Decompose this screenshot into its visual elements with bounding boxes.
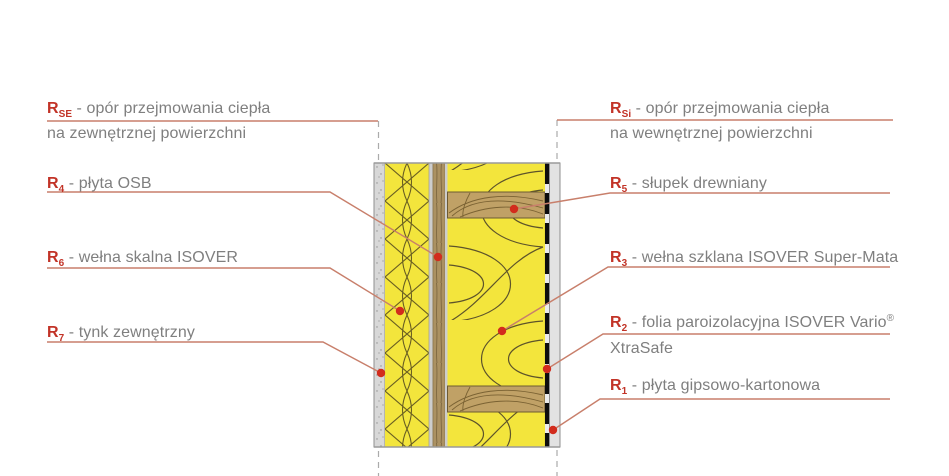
layer-osb-board	[432, 162, 446, 448]
label-r6: R6 - wełna skalna ISOVER	[47, 249, 239, 269]
r1-symbol: R1	[610, 377, 628, 397]
layer-gap-line-2	[445, 163, 448, 447]
layer-vapour-barrier-foil	[544, 163, 550, 447]
callout-dots	[376, 204, 558, 435]
label-r7: R7 - tynk zewnętrzny	[47, 324, 195, 344]
label-rsi-line2: na wewnętrznej powierzchni	[610, 125, 813, 142]
r5-symbol: R5	[610, 175, 628, 195]
label-rse-line1: RSE - opór przejmowania ciepła	[47, 100, 271, 120]
label-rse-line2: na zewnętrznej powierzchni	[47, 125, 247, 142]
rse-symbol: RSE	[47, 100, 72, 120]
label-r2-line2: XtraSafe	[610, 340, 674, 357]
wooden-stud-top	[447, 191, 546, 219]
label-r2-line1: R2 - folia paroizolacyjna ISOVER Vario®	[610, 313, 895, 334]
r4-symbol: R4	[47, 175, 65, 195]
r3-symbol: R3	[610, 249, 628, 269]
label-r3: R3 - wełna szklana ISOVER Super-Mata	[610, 249, 899, 269]
layer-exterior-plaster	[373, 162, 386, 448]
layer-gap-line	[428, 162, 434, 448]
r2-symbol: R2	[610, 314, 628, 334]
callout-lines	[47, 119, 893, 431]
label-r1: R1 - płyta gipsowo-kartonowa	[610, 377, 821, 397]
dot-plaster	[376, 368, 386, 378]
layer-gypsum-board	[549, 162, 561, 448]
wooden-stud-bottom	[447, 385, 546, 413]
dot-gypsum	[548, 425, 558, 435]
r7-symbol: R7	[47, 324, 65, 344]
dot-foil	[542, 364, 552, 374]
wall-layers	[373, 162, 561, 448]
label-rsi-line1: RSi - opór przejmowania ciepła	[610, 100, 830, 120]
r6-symbol: R6	[47, 249, 65, 269]
label-r4: R4 - płyta OSB	[47, 175, 152, 195]
registered-trademark-icon: ®	[886, 313, 895, 324]
layer-rock-wool	[385, 163, 429, 447]
label-r5: R5 - słupek drewniany	[610, 175, 767, 195]
dot-osb	[433, 252, 443, 262]
dot-rock-wool	[395, 306, 405, 316]
dot-glass-wool	[497, 326, 507, 336]
rsi-symbol: RSi	[610, 100, 632, 120]
dot-stud	[509, 204, 519, 214]
